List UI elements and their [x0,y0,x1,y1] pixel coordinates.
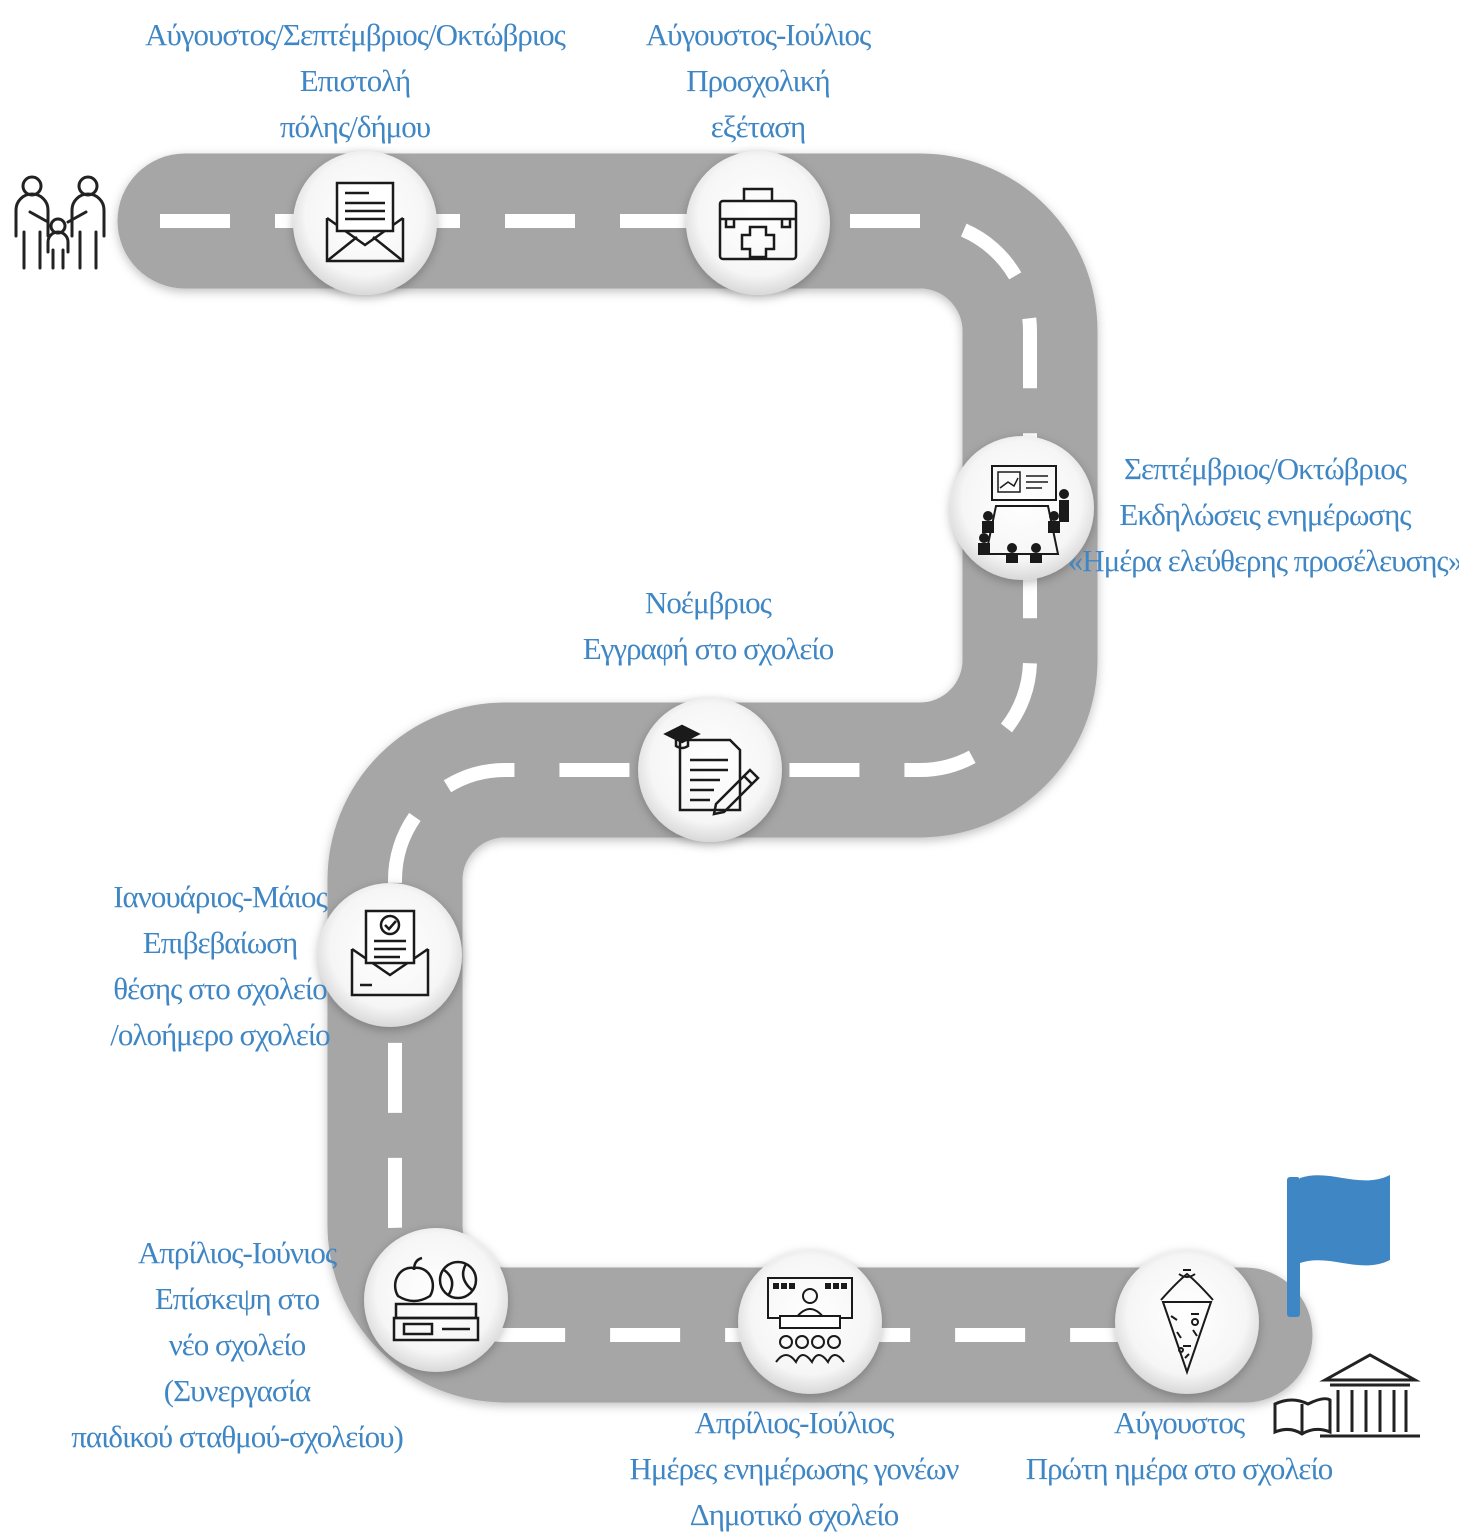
family-icon [14,175,106,270]
envelope-letter-icon [325,181,405,263]
step-label-line: Επίσκεψη στο [154,1281,320,1316]
step-node-1 [293,151,437,295]
step-label-line: πόλης/δήμου [279,109,431,144]
parents-meeting-icon [767,1277,853,1365]
step-label-line: Νοέμβριος [645,585,772,620]
step-label-line: Επιστολή [299,63,412,98]
step-node-8 [1115,1250,1259,1394]
step-node-5 [318,883,462,1027]
step-label-line: Πρώτη ημέρα στο σχολείο [1025,1451,1334,1486]
step-label-line: Ημέρες ενημέρωσης γονέων [629,1451,960,1486]
step-node-4 [638,698,782,842]
step-label-line: παιδικού σταθμού-σχολείου) [71,1419,404,1454]
step-label-line: Δημοτικό σχολείο [689,1497,899,1532]
enrollment-document-icon [663,724,760,816]
presentation-meeting-icon [978,465,1069,563]
step-label-line: Αύγουστος/Σεπτέμβριος/Οκτώβριος [145,17,566,52]
school-supplies-icon [392,1256,480,1342]
step-label-line: Σεπτέμβριος/Οκτώβριος [1123,451,1407,486]
step-label-line: Ιανουάριος-Μάιος [113,879,328,914]
step-node-3 [950,436,1094,580]
step-label-line: Απρίλιος-Ιούνιος [137,1235,337,1270]
step-label-line: Εκδηλώσεις ενημέρωσης [1119,497,1411,532]
step-label-line: Απρίλιος-Ιούλιος [694,1405,895,1440]
step-circle [364,1228,508,1372]
step-circle [686,151,830,295]
approved-letter-icon [350,909,430,997]
step-node-2 [686,151,830,295]
step-node-7 [738,1250,882,1394]
step-label-line: νέο σχολείο [168,1327,306,1362]
step-label-line: «Ημέρα ελεύθερης προσέλευσης» [1067,543,1459,578]
finish-flag-icon [1287,1175,1390,1317]
step-label-line: θέσης στο σχολείο [113,971,327,1006]
step-label-line: (Συνεργασία [163,1373,311,1408]
step-node-6 [364,1228,508,1372]
step-circle [1115,1250,1259,1394]
step-label-line: Αύγουστος [1113,1405,1245,1440]
step-label-line: /ολοήμερο σχολείο [110,1017,330,1052]
step-label-line: Επιβεβαίωση [142,925,298,960]
school-building-icon [1273,1353,1421,1438]
step-label-line: Αύγουστος-Ιούλιος [645,17,872,52]
step-label-line: Προσχολική [686,63,830,98]
step-label-line: Εγγραφή στο σχολείο [582,631,835,666]
step-label-line: εξέταση [710,109,806,144]
school-cone-icon [1160,1269,1214,1376]
first-aid-kit-icon [718,187,798,261]
